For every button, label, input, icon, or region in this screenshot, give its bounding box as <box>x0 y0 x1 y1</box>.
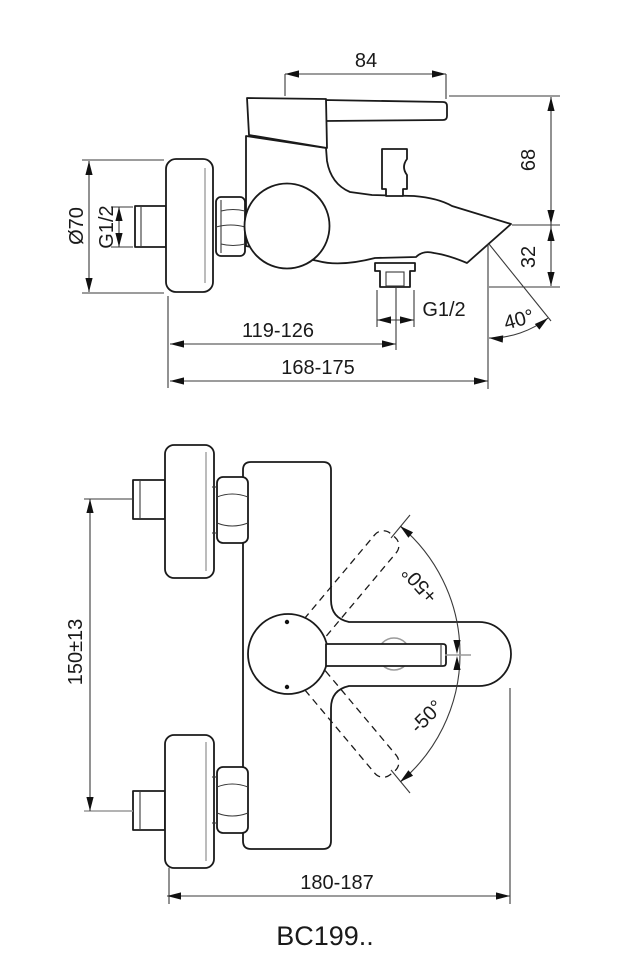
dim-height-above-spout: 68 <box>518 149 540 171</box>
dim-spout-drop: 32 <box>518 246 540 268</box>
dim-spout-angle: 40° <box>502 305 537 334</box>
dim-wall-to-spout-tip: 168-175 <box>281 357 354 379</box>
hex-nut-top <box>216 476 249 544</box>
dim-shower-outlet-thread: G1/2 <box>422 299 465 321</box>
wall-nipple-top <box>132 479 166 520</box>
cap-screw-dot-bottom <box>284 684 290 690</box>
front-view-dimensions: 150±13 180-187 <box>65 498 511 904</box>
escutcheon-side <box>165 158 214 293</box>
hex-nut-facet-bottom <box>220 243 246 247</box>
cap-screw-dot-top <box>284 619 290 625</box>
hex-nut-bottom <box>216 766 249 834</box>
cartridge-cap-front <box>247 613 329 695</box>
model-number: BC199.. <box>276 921 374 951</box>
escutcheon-bottom <box>164 734 215 869</box>
side-view-dimensions: 84 68 32 Ø70 G1/2 <box>66 50 560 389</box>
cartridge-cap-side <box>246 97 328 149</box>
hex-nut-facet-mid <box>215 224 246 228</box>
dim-inlet-centre-distance: 150±13 <box>65 619 87 686</box>
bottom-connection <box>132 734 249 869</box>
dim-rosette-diameter: Ø70 <box>66 207 88 245</box>
dim-wall-to-shower-outlet: 119-126 <box>242 320 314 342</box>
dim-handle-length: 84 <box>355 50 377 72</box>
wall-nipple-bottom <box>132 790 166 831</box>
bottom-outlet-inner <box>385 271 405 287</box>
dim-handle-swing-down: -50° <box>406 696 448 738</box>
escutcheon-top <box>164 444 215 579</box>
bottom-outlet <box>374 262 416 288</box>
hex-nut-facet-top <box>220 208 246 212</box>
dim-overall-width: 180-187 <box>300 872 373 894</box>
shower-outlet-block <box>381 148 408 197</box>
wall-nipple-side <box>134 205 167 248</box>
mixer-ball <box>243 182 331 270</box>
front-view: +50° -50° <box>65 444 512 904</box>
lever-front <box>325 643 447 667</box>
side-view: 84 68 32 Ø70 G1/2 <box>66 50 560 389</box>
lever-swing-arc <box>400 525 461 783</box>
dim-inlet-thread: G1/2 <box>96 205 118 248</box>
lever-side <box>323 99 448 122</box>
top-connection <box>132 444 249 579</box>
